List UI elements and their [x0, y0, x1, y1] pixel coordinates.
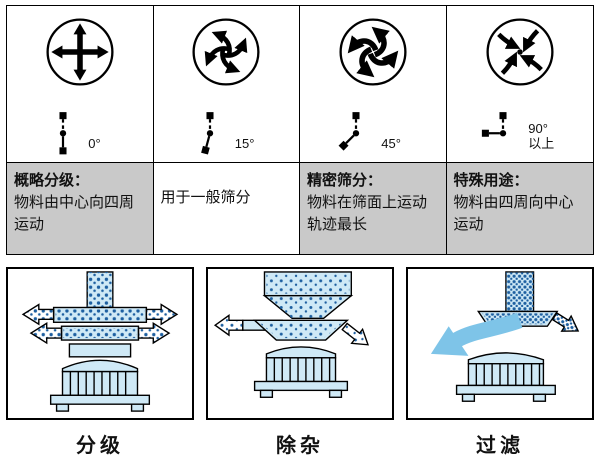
inward-arrows-icon	[486, 18, 554, 86]
angle-indicator-icon	[200, 112, 214, 155]
band-desc: 用于一般筛分	[160, 189, 251, 206]
angle-indicator-row: 0°	[41, 91, 118, 162]
angle-label: 0°	[88, 136, 101, 152]
machine-panel-filtration: 过滤	[406, 267, 594, 458]
band-desc: 物料由四周向中心运动	[453, 193, 574, 233]
pattern-cell-90deg: 90°以上 特殊用途： 物料由四周向中心运动	[446, 6, 593, 254]
motion-pattern-table: 0° 概略分级： 物料由中心向四周运动	[6, 5, 594, 255]
cross-arrows-icon	[46, 18, 114, 86]
angle-indicator-icon	[482, 112, 507, 137]
grading-machine-diagram	[21, 271, 179, 412]
machine-label: 除杂	[276, 435, 324, 457]
angle-indicator-row: 15°	[188, 91, 265, 162]
band-desc: 物料由中心向四周运动	[14, 193, 135, 233]
description-band: 精密筛分： 物料在筛面上运动轨迹最长	[300, 162, 446, 254]
angle-indicator-row: 90°以上	[481, 91, 558, 162]
machine-label: 过滤	[476, 435, 524, 457]
application-diagrams: 分级	[6, 267, 594, 458]
pinwheel-arrows-icon	[192, 18, 260, 86]
pattern-cell-45deg: 45° 精密筛分： 物料在筛面上运动轨迹最长	[300, 6, 447, 254]
description-band: 特殊用途： 物料由四周向中心运动	[446, 162, 593, 254]
band-title: 特殊用途：	[453, 172, 529, 189]
angle-indicator-row: 45°	[334, 91, 411, 162]
pattern-cell-15deg: 15° 用于一般筛分	[153, 6, 300, 254]
swirl-arrows-icon	[339, 18, 407, 86]
description-band: 概略分级： 物料由中心向四周运动	[7, 162, 153, 254]
angle-label: 90°以上	[528, 120, 555, 152]
impurity-removal-machine-diagram	[213, 271, 370, 398]
filtration-machine-diagram	[430, 271, 580, 402]
machine-label: 分级	[76, 435, 124, 457]
pattern-cell-0deg: 0° 概略分级： 物料由中心向四周运动	[7, 6, 154, 254]
band-title: 精密筛分：	[307, 172, 383, 189]
angle-label: 15°	[234, 136, 255, 152]
angle-label: 45°	[381, 136, 401, 152]
machine-panel-impurity-removal: 除杂	[206, 267, 394, 458]
band-desc: 物料在筛面上运动轨迹最长	[307, 193, 428, 233]
machine-panel-grading: 分级	[6, 267, 194, 458]
band-title: 概略分级：	[14, 172, 90, 189]
description-band: 用于一般筛分	[153, 162, 299, 254]
angle-indicator-icon	[59, 112, 67, 155]
angle-indicator-icon	[338, 112, 360, 151]
